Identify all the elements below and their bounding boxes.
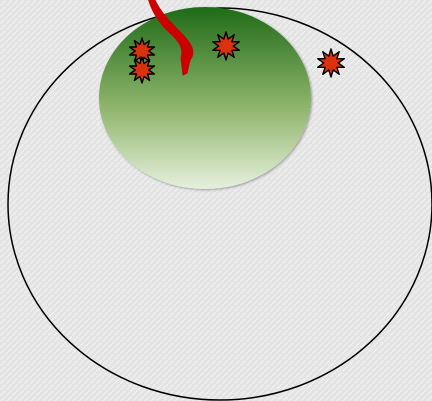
green-inner-region	[99, 7, 311, 189]
